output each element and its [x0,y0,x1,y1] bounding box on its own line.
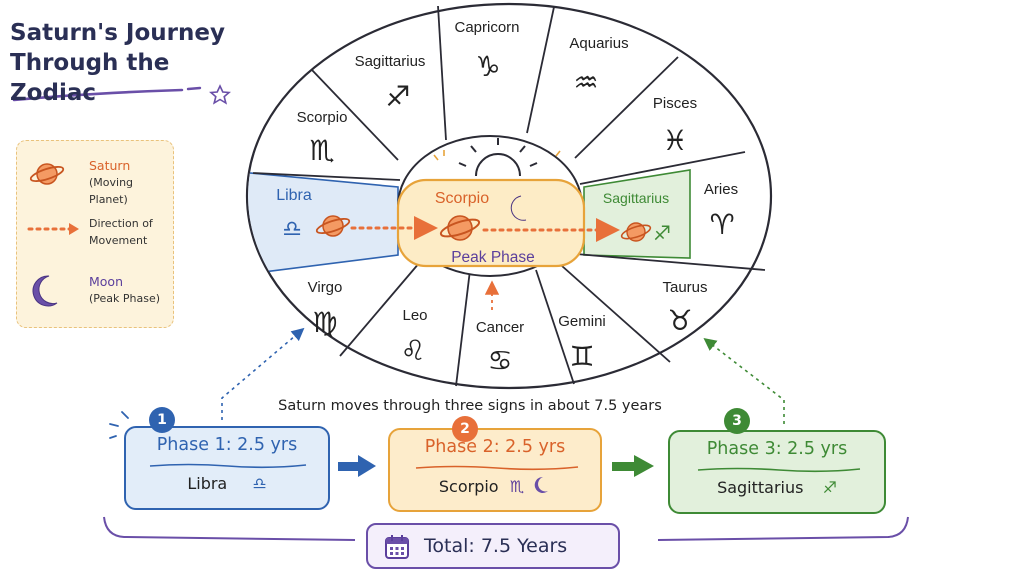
saturn-icon [439,215,481,241]
arrow-right-icon [612,455,654,477]
sign-taurus-label: Taurus [662,279,707,296]
sign-sagittarius-label: Sagittarius [355,53,426,70]
sparkle-icon [109,411,129,439]
dotted-arrow-icon [27,223,79,235]
scorpio-glyph-icon: ♏ [509,477,525,496]
band-scorpio-label: Scorpio [435,190,489,207]
aries-glyph-icon: ♈ [709,208,734,241]
legend-moon-desc: (Peak Phase) [89,292,161,305]
sun-sparkles [433,150,561,161]
band-libra-label: Libra [276,187,312,204]
saturn-icon [620,222,652,242]
phase-1-badge: 1 [149,407,175,433]
sagittarius-glyph-icon: ♐ [385,80,410,113]
libra-band [248,171,399,276]
sign-gemini-label: Gemini [558,313,606,330]
moon-icon [32,275,58,307]
phase1-connector-arrow [221,327,305,420]
total-box: Total: 7.5 Years [366,523,620,569]
phase-1-underline [149,463,307,469]
total-bracket [657,516,909,541]
legend-direction-line1: Direction of [89,217,153,230]
sign-cancer-label: Cancer [476,319,524,336]
phase-3-badge: 3 [724,408,750,434]
phase-1-card: Phase 1: 2.5 yrs Libra ♎ [124,426,330,510]
phase-3-sign-name: Sagittarius [717,478,804,497]
sign-pisces-label: Pisces [653,95,697,112]
phase-2-badge: 2 [452,416,478,442]
band-sagittarius-label: Sagittarius [603,190,669,206]
phase-1-sign-name: Libra [187,474,228,493]
wheel-spokes [252,5,766,387]
phase-2-card: Phase 2: 2.5 yrs Scorpio ♏ [388,428,602,512]
legend-moon-name: Moon [89,274,124,289]
title-underline [12,88,184,102]
moon-icon [510,195,527,221]
sign-aries-label: Aries [704,181,738,198]
legend-saturn-name: Saturn [89,158,131,173]
title-line-2: Through the Zodiac [10,50,170,106]
sign-aquarius-label: Aquarius [569,35,628,52]
gemini-glyph-icon: ♊ [569,340,594,373]
sign-leo-label: Leo [402,307,427,324]
moon-icon [534,476,549,493]
virgo-glyph-icon: ♍ [312,306,337,339]
phase-2-title: Phase 2: 2.5 yrs [424,437,566,457]
phase-3-title: Phase 3: 2.5 yrs [706,439,848,459]
sign-scorpio-label: Scorpio [297,109,348,126]
sun-icon [458,138,538,177]
legend: Saturn (Moving Planet) Direction of Move… [16,140,174,328]
phase-1-sign: Libra ♎ [126,474,328,493]
cancer-glyph-icon: ♋ [487,344,512,377]
phase-3-underline [697,467,861,473]
saturn-icon [29,163,65,185]
arrow-right-icon [338,455,376,477]
saturn-icon [315,215,351,237]
title-line-1: Saturn's Journey [10,20,225,46]
libra-glyph-icon: ♎ [252,474,267,493]
scorpio-center-box [396,178,586,268]
legend-direction-text: Direction of Movement [89,215,153,249]
page-title: Saturn's Journey Through the Zodiac [10,18,240,108]
total-bracket [103,516,356,541]
phase-2-sign: Scorpio ♏ [390,476,600,496]
calendar-icon [385,535,409,559]
legend-direction-line2: Movement [89,234,148,247]
title-underline-dash [186,86,202,91]
sign-capricorn-label: Capricorn [454,19,519,36]
phase-3-card: Phase 3: 2.5 yrs Sagittarius ♐ [668,430,886,514]
phase-2-sign-name: Scorpio [438,477,499,496]
phase-2-underline [415,465,579,471]
capricorn-glyph-icon: ♑ [475,50,500,83]
legend-saturn-desc: (Moving Planet) [89,176,134,206]
journey-note: Saturn moves through three signs in abou… [278,398,662,414]
peak-phase-label: Peak Phase [451,249,535,266]
aquarius-glyph-icon: ♒ [573,66,598,99]
phase-1-title: Phase 1: 2.5 yrs [156,435,298,455]
phase3-connector-arrow [703,338,785,424]
band-libra-glyph-icon: ♎ [282,217,302,242]
star-icon [209,84,231,105]
sign-virgo-label: Virgo [308,279,343,296]
pisces-glyph-icon: ♓ [662,124,687,157]
total-label: Total: 7.5 Years [424,535,568,557]
taurus-glyph-icon: ♉ [667,304,692,337]
band-sagittarius-glyph-icon: ♐ [653,221,671,245]
legend-moon-text: Moon (Peak Phase) [89,273,160,307]
leo-glyph-icon: ♌ [400,334,425,367]
phase-3-sign: Sagittarius ♐ [670,478,884,497]
scorpio-glyph-icon: ♏ [309,134,334,167]
legend-saturn-text: Saturn (Moving Planet) [89,157,171,208]
sagittarius-glyph-icon: ♐ [822,478,837,497]
